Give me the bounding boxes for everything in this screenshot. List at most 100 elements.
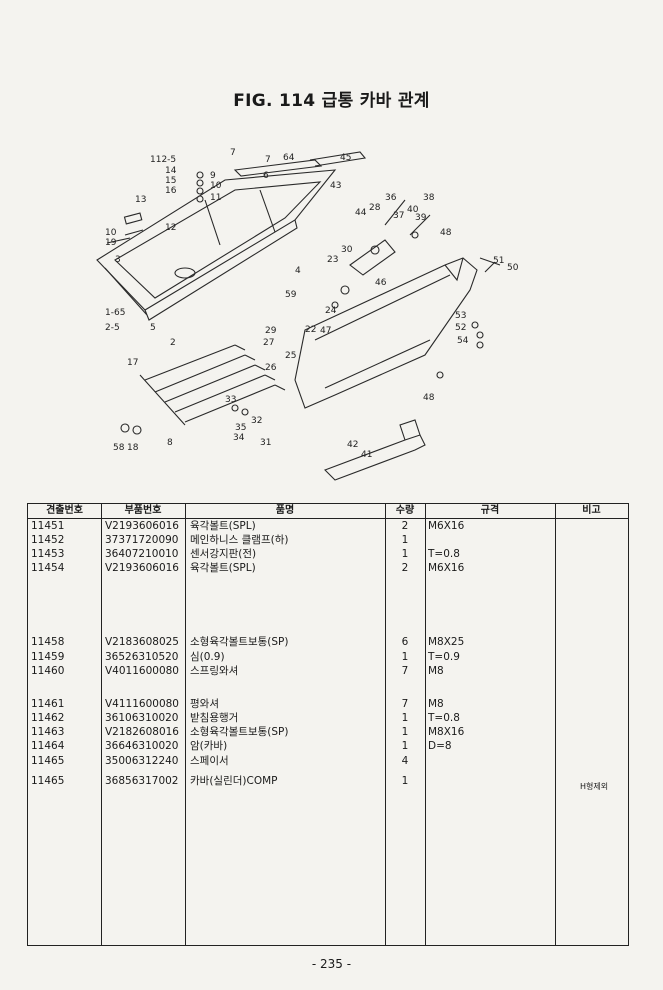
table-row: 11465 36856317002 카바(실린더)COMP 1 H형제외: [28, 774, 628, 791]
cell-note: H형제외: [580, 782, 609, 791]
svg-text:39: 39: [415, 213, 427, 223]
svg-text:11: 11: [210, 193, 221, 203]
cell-no: 11461: [31, 698, 65, 710]
table-row: 11464 36646310020 암(카바) 1 D=8: [28, 739, 628, 753]
cell-qty: 1: [401, 740, 409, 752]
cell-spec: M8X25: [428, 636, 465, 648]
cell-name: 스페이서: [190, 755, 229, 767]
svg-text:2-5: 2-5: [105, 323, 120, 333]
svg-text:64: 64: [283, 153, 295, 163]
cell-part-no: 36526310520: [105, 651, 179, 663]
cell-name: 소형육각볼트보통(SP): [190, 726, 289, 738]
tray-outline: [96, 169, 337, 311]
cell-qty: 6: [401, 636, 409, 648]
cell-spec: M6X16: [428, 562, 465, 574]
svg-text:45: 45: [340, 153, 351, 163]
cell-part-no: 37371720090: [105, 534, 179, 546]
svg-text:40: 40: [407, 205, 419, 215]
page-number: - 235 -: [311, 957, 352, 971]
cell-no: 11452: [31, 534, 65, 546]
header-name: 품명: [275, 505, 295, 516]
table-row: 11461 V4111600080 평와셔 7 M8: [28, 697, 628, 711]
cell-no: 11459: [31, 651, 65, 663]
cell-name: 스프링와셔: [190, 665, 239, 677]
cell-spec: T=0.8: [428, 712, 460, 724]
tray-inner-edge: [114, 181, 322, 299]
table-row: 11459 36526310520 심(0.9) 1 T=0.9: [28, 650, 628, 664]
svg-text:51: 51: [493, 256, 504, 266]
svg-text:54: 54: [457, 336, 469, 346]
table-row: 11451 V2193606016 육각볼트(SPL) 2 M6X16: [28, 519, 628, 533]
cell-part-no: 36407210010: [105, 548, 179, 560]
cell-name: 소형육각볼트보통(SP): [190, 636, 289, 648]
svg-text:43: 43: [330, 181, 341, 191]
svg-text:34: 34: [233, 433, 245, 443]
cell-no: 11451: [31, 520, 65, 532]
svg-text:50: 50: [507, 263, 519, 273]
cell-name: 평와셔: [190, 698, 219, 710]
cell-name: 육각볼트(SPL): [190, 562, 256, 574]
cell-no: 11465: [31, 775, 65, 787]
svg-text:26: 26: [265, 363, 277, 373]
svg-text:53: 53: [455, 311, 466, 321]
cell-qty: 7: [401, 698, 409, 710]
lower-u-bar: [324, 434, 426, 481]
svg-text:48: 48: [423, 393, 435, 403]
header-no: 견출번호: [46, 505, 83, 516]
cell-part-no: 35006312240: [105, 755, 179, 767]
svg-text:15: 15: [165, 176, 176, 186]
cell-no: 11453: [31, 548, 65, 560]
column-divider: [185, 504, 186, 945]
cell-qty: 4: [401, 755, 409, 767]
table-row: 11453 36407210010 센서강지판(전) 1 T=0.8: [28, 547, 628, 561]
svg-text:48: 48: [440, 228, 452, 238]
cell-name: 심(0.9): [190, 651, 225, 663]
cell-part-no: 36856317002: [105, 775, 179, 787]
svg-text:6: 6: [263, 171, 269, 181]
cell-qty: 2: [401, 562, 409, 574]
svg-text:112-5: 112-5: [150, 155, 176, 165]
svg-text:24: 24: [325, 306, 337, 316]
svg-text:42: 42: [347, 440, 358, 450]
cell-spec: M8: [428, 665, 444, 677]
cell-part-no: V2193606016: [105, 520, 179, 532]
cell-no: 11465: [31, 755, 65, 767]
svg-text:22: 22: [305, 325, 316, 335]
svg-text:7: 7: [265, 155, 271, 165]
svg-text:13: 13: [135, 195, 146, 205]
cell-no: 11463: [31, 726, 65, 738]
cell-part-no: 36646310020: [105, 740, 179, 752]
svg-text:36: 36: [385, 193, 397, 203]
header-part-no: 부품번호: [124, 505, 162, 516]
svg-text:18: 18: [127, 443, 139, 453]
column-divider: [425, 504, 426, 945]
cell-qty: 2: [401, 520, 409, 532]
svg-text:35: 35: [235, 423, 246, 433]
header-spec: 규격: [480, 505, 500, 516]
cell-spec: M8: [428, 698, 444, 710]
cell-no: 11454: [31, 562, 65, 574]
table-row: 11452 37371720090 메인하니스 클램프(하) 1: [28, 533, 628, 547]
svg-text:17: 17: [127, 358, 138, 368]
cell-qty: 7: [401, 665, 409, 677]
cell-no: 11464: [31, 740, 65, 752]
cell-no: 11460: [31, 665, 65, 677]
cell-spec: M6X16: [428, 520, 465, 532]
cell-part-no: V2193606016: [105, 562, 179, 574]
table-row: 11463 V2182608016 소형육각볼트보통(SP) 1 M8X16: [28, 725, 628, 739]
column-divider: [555, 504, 556, 945]
cell-name: 센서강지판(전): [190, 548, 257, 560]
svg-text:7: 7: [230, 148, 236, 158]
header-note: 비고: [582, 505, 601, 516]
svg-text:29: 29: [265, 326, 277, 336]
cell-part-no: V4111600080: [105, 698, 179, 710]
table-row: 11462 36106310020 받침용행거 1 T=0.8: [28, 711, 628, 725]
cell-name: 카바(실린더)COMP: [190, 775, 278, 787]
cell-spec: T=0.8: [428, 548, 460, 560]
svg-text:3: 3: [115, 255, 121, 265]
svg-text:52: 52: [455, 323, 466, 333]
svg-text:44: 44: [355, 208, 367, 218]
svg-text:25: 25: [285, 351, 296, 361]
